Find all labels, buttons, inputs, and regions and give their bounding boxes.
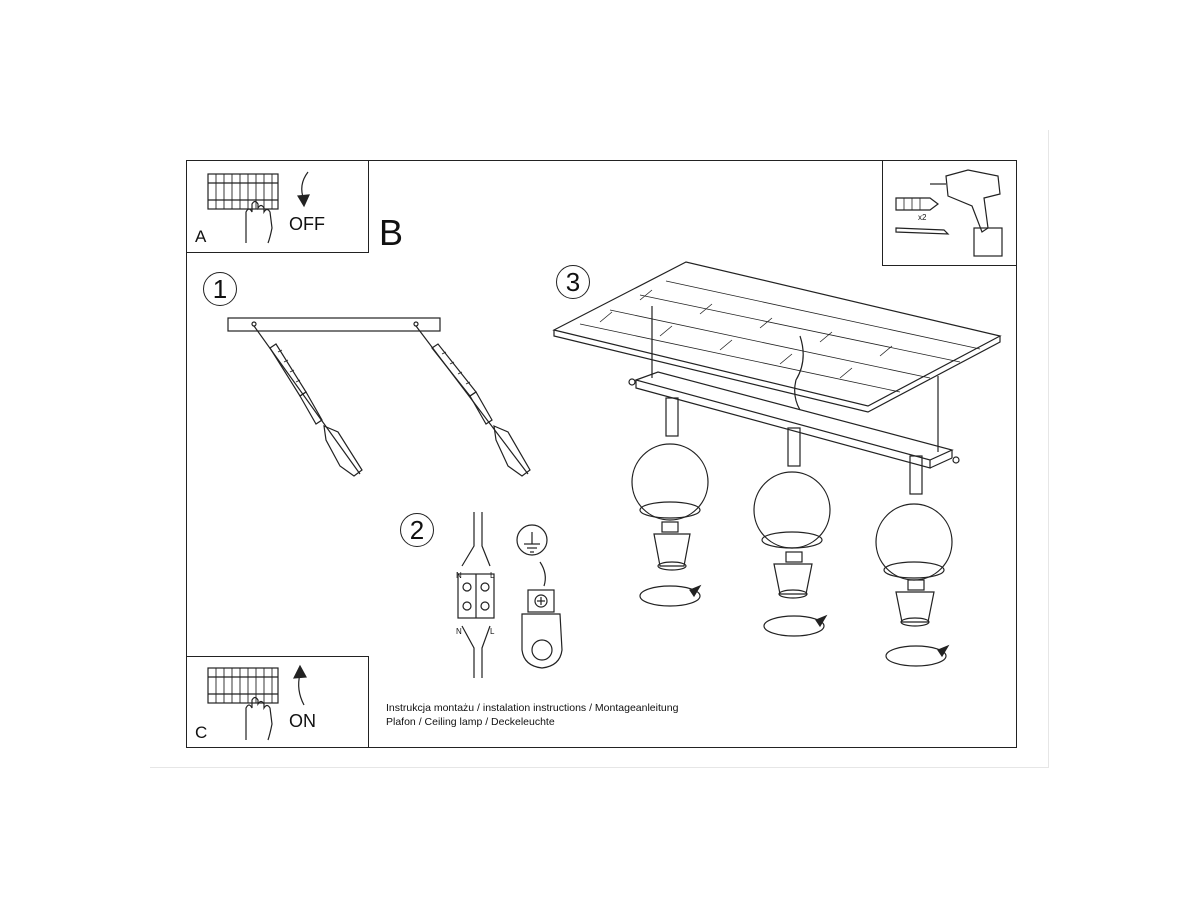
neutral-top-label: N xyxy=(456,571,462,580)
panel-c-letter: C xyxy=(195,723,208,742)
quantity-label: x2 xyxy=(918,213,927,222)
off-label: OFF xyxy=(289,214,325,234)
neutral-bottom-label: N xyxy=(456,627,462,636)
step-3-badge: 3 xyxy=(556,265,590,299)
sheet-edge xyxy=(150,130,1049,768)
spotlight-3-icon xyxy=(875,455,953,667)
step-2-number: 2 xyxy=(409,514,425,545)
step-1-number: 1 xyxy=(212,273,228,304)
spotlight-2-icon xyxy=(753,427,831,637)
screw-icon xyxy=(895,227,950,235)
step-2-badge: 2 xyxy=(400,513,434,547)
caption: Instrukcja montażu / instalation instruc… xyxy=(386,701,678,729)
wall-plug-icon xyxy=(895,197,939,211)
hand-icon xyxy=(245,200,273,244)
live-bottom-label: L xyxy=(490,627,495,636)
hand-on-icon xyxy=(245,696,273,741)
panel-b-letter: B xyxy=(379,212,404,253)
wire-connector-icon xyxy=(457,512,495,678)
caption-line-2: Plafon / Ceiling lamp / Deckeleuchte xyxy=(386,716,555,728)
screw-plug-left-icon xyxy=(269,343,363,477)
instruction-frame xyxy=(186,160,1017,748)
tools-panel xyxy=(882,160,1017,266)
mounting-bracket-icon xyxy=(227,317,529,475)
spotlight-1-icon xyxy=(631,397,709,607)
live-top-label: L xyxy=(490,571,495,580)
panel-a-letter: A xyxy=(195,227,207,246)
breaker-panel-off-icon xyxy=(207,173,279,210)
lamp-bar-icon xyxy=(628,306,960,469)
ceiling-icon xyxy=(552,261,1002,413)
caption-line-1: Instrukcja montażu / instalation instruc… xyxy=(386,702,679,714)
drill-icon xyxy=(930,169,1003,257)
arrow-up-icon xyxy=(298,673,305,706)
on-label: ON xyxy=(289,711,316,731)
screw-plug-right-icon xyxy=(431,343,531,477)
step-3-number: 3 xyxy=(565,266,581,297)
earth-ground-icon xyxy=(516,524,563,669)
step-1-badge: 1 xyxy=(203,272,237,306)
breaker-panel-on-icon xyxy=(207,667,279,704)
